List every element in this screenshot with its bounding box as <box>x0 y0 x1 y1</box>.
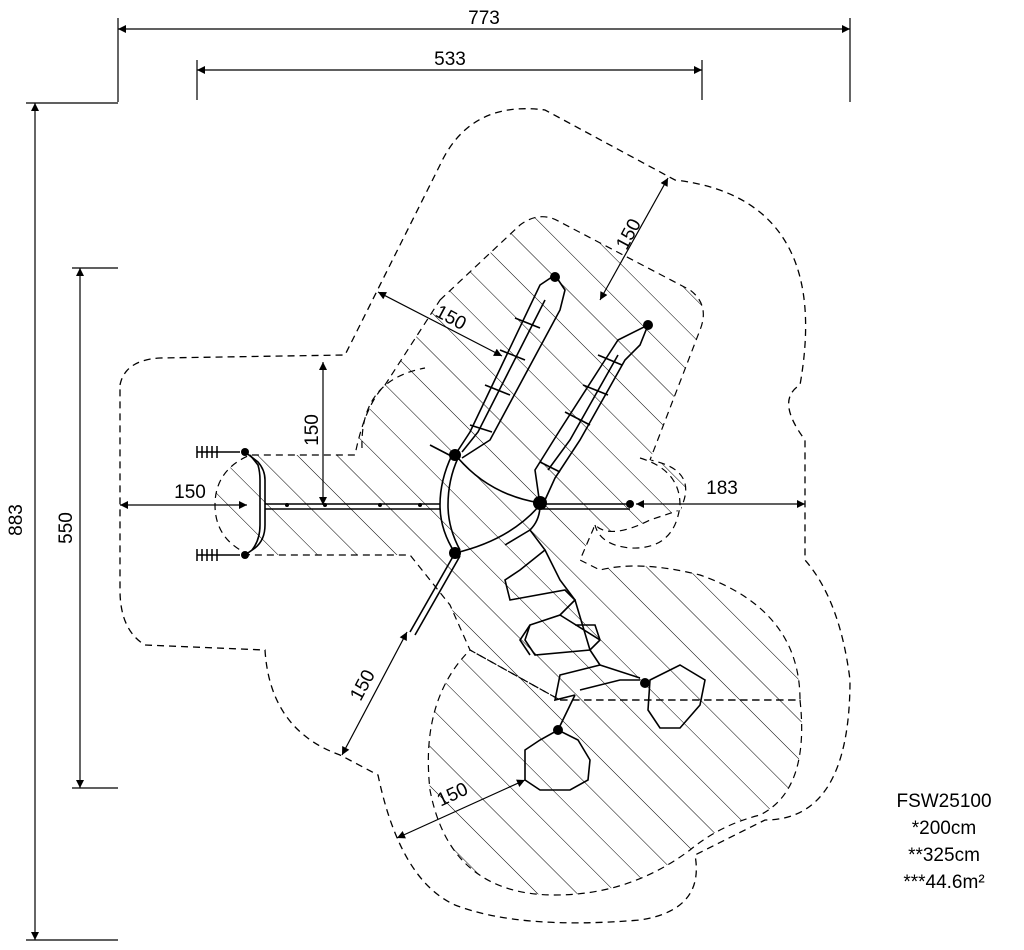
spring-left-top <box>196 446 218 458</box>
equipment-height-note: **325cm <box>908 845 980 866</box>
free-height-note: *200cm <box>911 818 977 839</box>
dim-zone-bottom <box>396 779 526 839</box>
dim-zone-lower-left-diag-label: 150 <box>346 666 379 704</box>
dim-zone-lower-left-diag <box>341 631 408 756</box>
inner-arc-left <box>361 367 426 449</box>
dim-zone-right-label: 183 <box>706 478 738 499</box>
dim-frame-depth-label: 550 <box>56 512 77 544</box>
dim-overall-width-label: 773 <box>468 8 500 29</box>
hatched-area-upper <box>214 216 801 701</box>
product-code: FSW25100 <box>896 791 992 812</box>
dim-overall-depth <box>26 102 118 941</box>
dim-frame-width-label: 533 <box>434 49 466 70</box>
dim-zone-left-horizontal-label: 150 <box>174 482 206 503</box>
product-legend: FSW25100 *200cm **325cm ***44.6m² <box>874 788 1014 896</box>
dim-frame-width <box>196 60 703 100</box>
dim-overall-width <box>117 18 851 102</box>
posts <box>241 272 653 735</box>
safety-zone-outline <box>119 108 851 924</box>
impact-area-note: ***44.6m² <box>903 872 985 893</box>
spring-left-bottom <box>196 549 218 561</box>
dim-overall-depth-label: 883 <box>6 504 27 536</box>
dim-frame-depth <box>72 267 118 789</box>
dim-zone-left-vertical-label: 150 <box>302 414 323 446</box>
dim-zone-top-right-label: 150 <box>612 215 645 253</box>
dim-zone-top-right <box>599 177 669 301</box>
dim-zone-upper-left-diag <box>377 291 503 357</box>
